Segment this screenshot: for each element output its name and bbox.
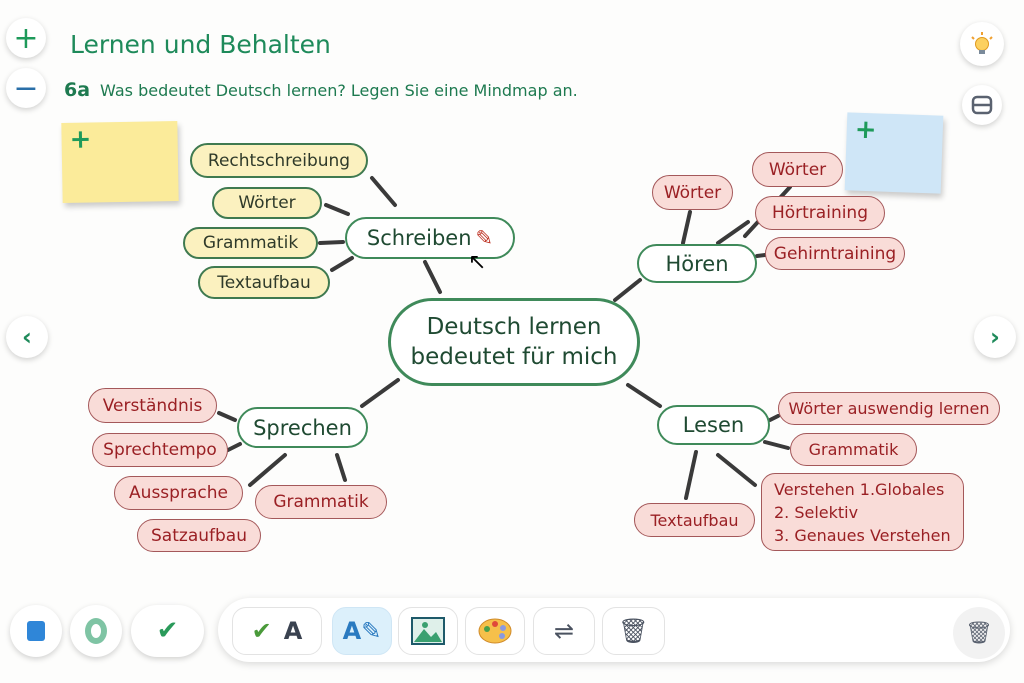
leaf-node[interactable]: Wörter — [652, 175, 733, 210]
branch-label: Lesen — [682, 413, 745, 437]
check-icon: ✔ — [251, 617, 272, 645]
text-icon: A — [283, 617, 303, 645]
link-icon: ⇌ — [553, 617, 575, 645]
handwriting-button[interactable]: A✎ — [332, 607, 392, 655]
leaf-node[interactable]: Gehirntraining — [765, 237, 905, 270]
central-line-1: Deutsch lernen — [426, 314, 602, 340]
chevron-left-icon: ‹ — [22, 323, 32, 351]
leaf-node-verstehen[interactable]: Verstehen 1.Globales 2. Selektiv 3. Genaue… — [761, 473, 964, 551]
check-text-button[interactable]: ✔A — [232, 607, 322, 655]
hint-button[interactable] — [960, 22, 1004, 66]
record-tool-button[interactable] — [70, 605, 122, 657]
trash-button[interactable]: 🗑 — [953, 607, 1005, 659]
verstehen-line: Verstehen 1.Globales — [774, 479, 945, 499]
verstehen-line: 3. Genaues Verstehen — [774, 525, 951, 545]
next-button[interactable]: › — [974, 316, 1016, 358]
page-title: Lernen und Behalten — [70, 30, 331, 59]
leaf-node[interactable]: Textaufbau — [198, 266, 330, 299]
shape-tool-button[interactable] — [10, 605, 62, 657]
branch-label: Sprechen — [253, 415, 352, 440]
leaf-node[interactable]: Verständnis — [88, 388, 217, 423]
pencil-icon: ✎ — [475, 226, 494, 250]
palette-icon — [478, 618, 512, 644]
cursor-icon: ↖ — [468, 250, 487, 275]
previous-button[interactable]: ‹ — [6, 316, 48, 358]
leaf-node[interactable]: Hörtraining — [755, 196, 885, 230]
target-icon — [85, 618, 107, 644]
branch-label: Hören — [665, 251, 729, 276]
branch-schreiben[interactable]: Schreiben✎ — [345, 217, 515, 259]
plus-icon: + — [69, 124, 92, 155]
trash-icon: 🗑 — [965, 620, 993, 646]
branch-lesen[interactable]: Lesen — [657, 405, 770, 445]
leaf-node[interactable]: Rechtschreibung — [190, 143, 368, 178]
link-button[interactable]: ⇌ — [533, 607, 595, 655]
leaf-node[interactable]: Textaufbau — [634, 503, 755, 537]
central-node[interactable]: Deutsch lernen bedeutet für mich — [388, 298, 640, 386]
check-icon: ✔ — [156, 616, 179, 646]
branch-label: Schreiben — [366, 226, 472, 250]
leaf-node[interactable]: Satzaufbau — [137, 519, 261, 552]
delete-button[interactable]: 🗑 — [602, 607, 665, 655]
zoom-out-button[interactable]: − — [6, 68, 46, 108]
task-instruction: 6a Was bedeutet Deutsch lernen? Legen Sie… — [64, 79, 578, 101]
leaf-node[interactable]: Sprechtempo — [92, 433, 228, 467]
plus-icon: + — [13, 20, 39, 56]
verstehen-line: 2. Selektiv — [774, 502, 859, 522]
image-button[interactable] — [398, 607, 458, 655]
leaf-node[interactable]: Wörter — [752, 152, 843, 187]
lightbulb-icon — [971, 32, 993, 54]
branch-hoeren[interactable]: Hören — [637, 244, 757, 283]
layout-button[interactable] — [962, 85, 1002, 125]
leaf-node[interactable]: Grammatik — [183, 227, 318, 259]
square-shape-icon — [27, 621, 45, 641]
confirm-button[interactable]: ✔ — [131, 605, 204, 657]
panel-icon — [971, 95, 993, 115]
sticky-note-yellow[interactable]: + — [61, 120, 179, 204]
color-palette-button[interactable] — [465, 607, 525, 655]
task-number: 6a — [64, 79, 91, 101]
task-text: Was bedeutet Deutsch lernen? Legen Sie e… — [100, 81, 578, 100]
plus-icon: + — [854, 114, 878, 146]
leaf-node[interactable]: Wörter — [212, 187, 322, 219]
zoom-in-button[interactable]: + — [6, 18, 46, 58]
trash-icon: 🗑 — [618, 617, 649, 645]
image-icon — [411, 617, 445, 645]
leaf-node[interactable]: Grammatik — [255, 485, 387, 519]
minus-icon: − — [13, 70, 39, 106]
branch-sprechen[interactable]: Sprechen — [237, 407, 368, 448]
leaf-node[interactable]: Grammatik — [790, 433, 917, 466]
leaf-node[interactable]: Aussprache — [114, 476, 243, 510]
sticky-note-blue[interactable]: + — [844, 112, 944, 194]
chevron-right-icon: › — [990, 323, 1000, 351]
leaf-node[interactable]: Wörter auswendig lernen — [778, 392, 1000, 425]
text-pen-icon: A✎ — [342, 617, 382, 645]
central-line-2: bedeutet für mich — [410, 344, 618, 370]
